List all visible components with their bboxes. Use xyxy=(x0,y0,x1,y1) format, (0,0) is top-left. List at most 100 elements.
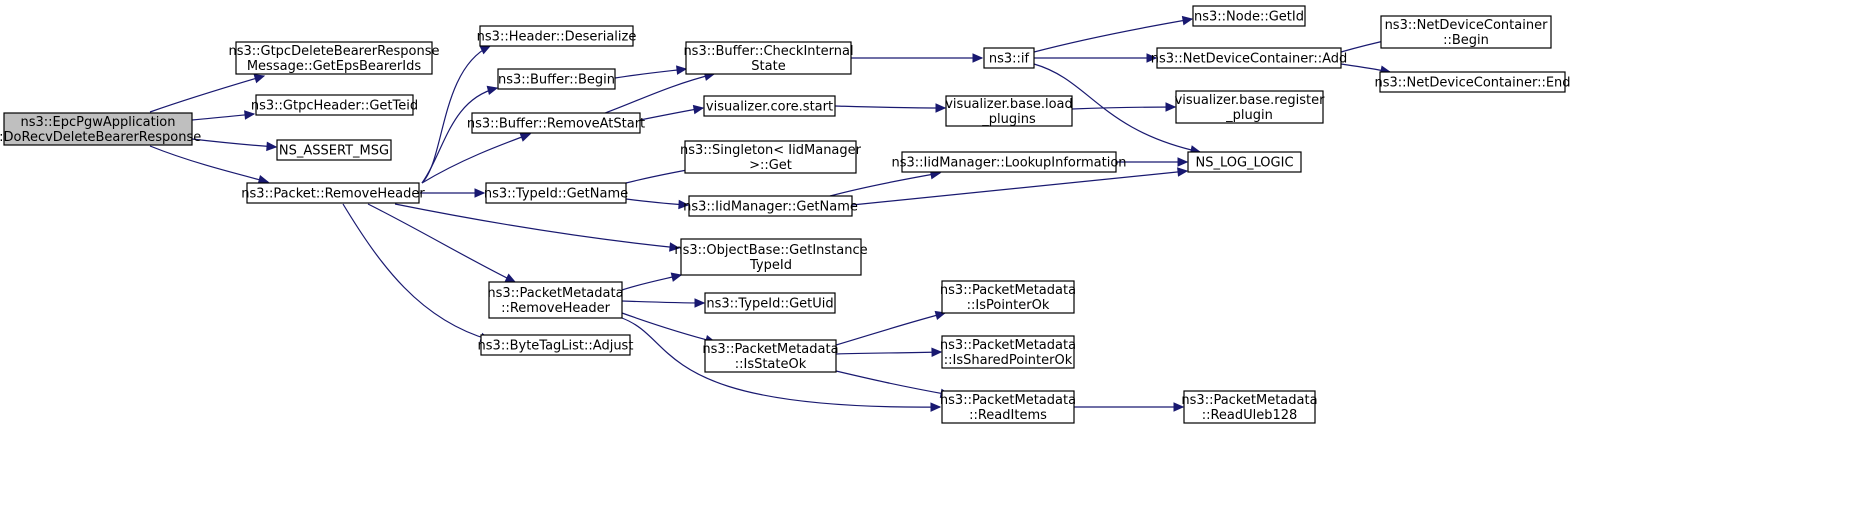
node-label-line: ns3::Singleton< IidManager xyxy=(680,143,862,158)
node-label-line: ns3::if xyxy=(989,52,1030,67)
node-pm-isshared[interactable]: ns3::PacketMetadata::IsSharedPointerOk xyxy=(940,335,1076,369)
node-box xyxy=(1187,151,1302,173)
arrowhead-root-to-gtpc_teid xyxy=(244,110,256,120)
node-box xyxy=(680,238,862,276)
node-box xyxy=(941,280,1075,314)
node-vis-start[interactable]: visualizer.core.start xyxy=(703,95,836,117)
node-label-line: ns3::IidManager::LookupInformation xyxy=(891,156,1126,171)
node-bytetag[interactable]: ns3::ByteTagList::Adjust xyxy=(478,334,634,356)
arrowhead-remove_header-to-buf_remove xyxy=(519,132,532,142)
node-box xyxy=(246,182,420,204)
node-box xyxy=(488,281,623,319)
node-root[interactable]: ns3::EpcPgwApplication::DoRecvDeleteBear… xyxy=(0,112,201,146)
node-label-line: NS_LOG_LOGIC xyxy=(1195,156,1293,171)
node-label-line: ns3::Buffer::CheckInternal xyxy=(683,44,853,59)
node-pm-read[interactable]: ns3::PacketMetadata::ReadItems xyxy=(940,390,1076,424)
node-label-line: TypeId xyxy=(749,258,792,273)
node-gtpc-teid[interactable]: ns3::GtpcHeader::GetTeid xyxy=(251,94,418,116)
edge-buf_remove-to-vis_start xyxy=(639,107,704,121)
arrowhead-remove_header-to-buf_begin xyxy=(486,85,499,95)
node-box xyxy=(497,68,616,90)
edge-iid_getname-to-iid_lookup xyxy=(829,172,941,197)
arrowhead-remove_header-to-typeid_getname xyxy=(474,188,486,198)
edge-pm_isstate-to-pm_read xyxy=(835,370,951,396)
arrowhead-pm_remove-to-pm_read xyxy=(930,402,942,412)
arrowhead-remove_header-to-hdr_deser xyxy=(479,45,492,55)
node-pm-readuleb[interactable]: ns3::PacketMetadata::ReadUleb128 xyxy=(1181,390,1318,424)
node-vis-load[interactable]: visualizer.base.load_plugins xyxy=(945,95,1073,127)
edge-remove_header-to-buf_remove xyxy=(421,133,531,184)
node-log-logic[interactable]: NS_LOG_LOGIC xyxy=(1187,151,1302,173)
edge-vis_start-to-vis_load xyxy=(834,105,946,109)
node-label-line: ns3::NetDeviceContainer::Add xyxy=(1151,52,1348,67)
node-pm-isstate[interactable]: ns3::PacketMetadata::IsStateOk xyxy=(702,339,839,373)
node-box xyxy=(901,151,1117,173)
node-label-line: ns3::NetDeviceContainer::End xyxy=(1374,76,1570,91)
edge-buf_begin-to-buf_check xyxy=(614,68,687,79)
edge-pm_remove-to-pm_read xyxy=(621,317,941,408)
node-ns3-if[interactable]: ns3::if xyxy=(983,47,1035,69)
node-box xyxy=(703,95,836,117)
arrowhead-vis_start-to-vis_load xyxy=(935,103,947,113)
node-label-line: ::DoRecvDeleteBearerResponse xyxy=(0,130,201,145)
node-box xyxy=(1192,5,1306,27)
arrowhead-pm_isstate-to-pm_isshared xyxy=(931,347,943,357)
node-gtpc-del[interactable]: ns3::GtpcDeleteBearerResponseMessage::Ge… xyxy=(228,41,440,75)
node-vis-reg[interactable]: visualizer.base.register_plugin xyxy=(1175,90,1326,124)
node-label-line: ns3::ObjectBase::GetInstance xyxy=(674,243,867,258)
node-box xyxy=(3,112,193,146)
node-label-line: Message::GetEpsBearerIds xyxy=(247,59,422,74)
arrowhead-remove_header-to-pm_remove xyxy=(504,273,517,283)
node-label-line: ns3::PacketMetadata xyxy=(702,342,838,357)
node-buf-remove[interactable]: ns3::Buffer::RemoveAtStart xyxy=(467,112,645,134)
edge-buf_remove-to-buf_check xyxy=(604,73,715,114)
node-box xyxy=(941,335,1075,369)
node-hdr-deser[interactable]: ns3::Header::Deserialize xyxy=(477,25,637,47)
node-label-line: NS_ASSERT_MSG xyxy=(279,144,389,159)
node-label-line: ns3::ByteTagList::Adjust xyxy=(478,339,634,354)
node-box xyxy=(255,94,414,116)
node-label-line: ::ReadItems xyxy=(969,408,1047,423)
arrowhead-pm_remove-to-objbase xyxy=(670,272,683,282)
node-singleton[interactable]: ns3::Singleton< IidManager>::Get xyxy=(680,140,862,174)
edge-pm_isstate-to-pm_isshared xyxy=(835,351,942,355)
node-pm-remove[interactable]: ns3::PacketMetadata::RemoveHeader xyxy=(487,281,624,319)
node-node-getid[interactable]: ns3::Node::GetId xyxy=(1192,5,1306,27)
node-label-line: ns3::IidManager::GetName xyxy=(683,200,858,215)
node-pm-isptr[interactable]: ns3::PacketMetadata::IsPointerOk xyxy=(940,280,1076,314)
node-assert[interactable]: NS_ASSERT_MSG xyxy=(276,139,392,161)
node-typeid-getname[interactable]: ns3::TypeId::GetName xyxy=(484,182,628,204)
node-ndc-add[interactable]: ns3::NetDeviceContainer::Add xyxy=(1151,47,1348,69)
node-box xyxy=(685,41,852,75)
node-box xyxy=(485,182,627,204)
node-label-line: ns3::GtpcDeleteBearerResponse xyxy=(228,44,439,59)
node-ndc-end[interactable]: ns3::NetDeviceContainer::End xyxy=(1374,71,1571,93)
node-label-line: ns3::GtpcHeader::GetTeid xyxy=(251,99,418,114)
node-label-line: ::Begin xyxy=(1443,33,1489,48)
arrowhead-ns3_if-to-ndc_add xyxy=(1146,53,1158,63)
node-box xyxy=(688,195,853,217)
arrowhead-buf_check-to-ns3_if xyxy=(972,53,984,63)
node-label-line: ns3::Buffer::RemoveAtStart xyxy=(467,117,645,132)
edge-ns3_if-to-log_logic xyxy=(1033,63,1201,153)
node-ndc-begin[interactable]: ns3::NetDeviceContainer::Begin xyxy=(1380,15,1552,49)
node-buf-begin[interactable]: ns3::Buffer::Begin xyxy=(497,68,616,90)
node-label-line: ns3::PacketMetadata xyxy=(487,286,623,301)
call-graph-nodes: ns3::EpcPgwApplication::DoRecvDeleteBear… xyxy=(0,5,1571,424)
node-iid-lookup[interactable]: ns3::IidManager::LookupInformation xyxy=(891,151,1127,173)
node-remove-header[interactable]: ns3::Packet::RemoveHeader xyxy=(241,182,425,204)
node-box xyxy=(1380,15,1552,49)
arrowhead-buf_remove-to-vis_start xyxy=(692,104,705,115)
node-label-line: >::Get xyxy=(749,158,792,173)
node-label-line: ns3::Packet::RemoveHeader xyxy=(241,187,425,202)
node-typeid-getuid[interactable]: ns3::TypeId::GetUid xyxy=(704,292,836,314)
node-box xyxy=(684,140,857,174)
node-label-line: ns3::NetDeviceContainer xyxy=(1385,18,1549,33)
node-label-line: visualizer.core.start xyxy=(706,100,833,115)
edge-pm_isstate-to-pm_isptr xyxy=(835,312,946,346)
node-label-line: visualizer.base.register xyxy=(1175,93,1326,108)
node-iid-getname[interactable]: ns3::IidManager::GetName xyxy=(683,195,858,217)
